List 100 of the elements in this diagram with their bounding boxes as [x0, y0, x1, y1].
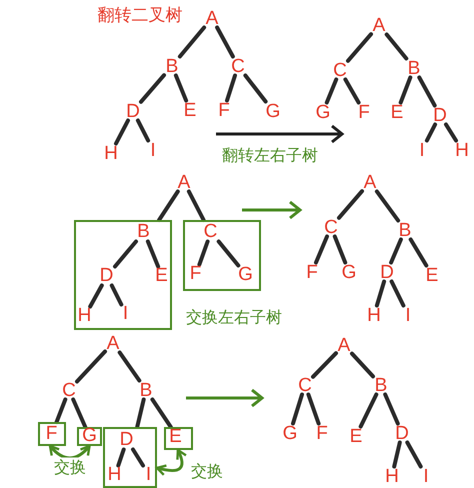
tree-node-letter: F: [304, 262, 320, 282]
highlight-box: [77, 427, 102, 446]
connector-line: [118, 350, 142, 382]
highlight-box: [164, 427, 193, 450]
connector-line: [343, 78, 361, 104]
tree-node-letter: A: [336, 336, 352, 354]
highlight-box: [74, 220, 172, 330]
highlight-box: [38, 422, 66, 446]
tree-node-letter: G: [238, 265, 254, 284]
connector-line: [417, 76, 437, 108]
connector-line: [358, 392, 378, 428]
double-headed-arrow: [156, 448, 187, 476]
tree-node-letter: E: [168, 427, 184, 446]
connector-line: [178, 26, 206, 58]
connector-line: [384, 32, 408, 60]
tree-node-letter: H: [103, 144, 119, 162]
tree-node-letter: E: [154, 266, 170, 285]
connector-line: [389, 238, 403, 264]
tree-node-letter: A: [371, 16, 387, 34]
tree-node-letter: H: [76, 306, 92, 325]
tree-node-letter: B: [136, 222, 152, 241]
connector-line: [150, 398, 173, 429]
tree-node-letter: G: [282, 424, 298, 442]
tree-node-letter: H: [384, 466, 400, 486]
connector-line: [291, 392, 304, 426]
tree-node-letter: I: [414, 140, 430, 160]
connector-line: [374, 190, 400, 222]
tree-node-letter: E: [389, 102, 405, 122]
tree-node-letter: D: [98, 266, 114, 285]
connector-line: [332, 234, 348, 264]
connector-line: [75, 350, 107, 384]
tree-node-letter: G: [82, 426, 98, 445]
tree-node-letter: D: [118, 430, 134, 449]
highlight-box: [103, 427, 157, 488]
tree-node-letter: D: [394, 424, 410, 442]
tree-node-letter: I: [140, 465, 156, 484]
tree-node-letter: B: [397, 220, 413, 240]
connector-line: [116, 448, 126, 468]
tree-node-letter: G: [265, 102, 281, 120]
title: 翻转二叉树: [98, 4, 182, 26]
tree-node-letter: C: [230, 56, 246, 76]
tree-node-letter: F: [188, 264, 204, 283]
tree-node-letter: E: [348, 426, 364, 446]
connector-line: [350, 352, 375, 378]
highlight-box: [183, 220, 261, 291]
tree-node-letter: G: [341, 262, 357, 282]
connector-line: [383, 392, 400, 426]
tree-node-letter: C: [297, 376, 313, 394]
tree-node-letter: I: [118, 304, 134, 323]
connector-line: [136, 118, 150, 142]
note-text: 翻转左右子树: [222, 146, 318, 166]
connector-line: [324, 78, 338, 104]
connector-line: [398, 76, 412, 104]
connector-line: [186, 190, 206, 222]
tree-node-letter: D: [432, 106, 448, 124]
tree-node-letter: E: [424, 266, 440, 284]
tree-node-letter: H: [106, 465, 122, 484]
tree-node-letter: C: [61, 380, 77, 400]
connector-line: [215, 26, 235, 58]
connector-line: [135, 398, 146, 429]
connector-line: [174, 74, 188, 102]
connector-line: [131, 448, 145, 468]
tree-node-letter: F: [314, 424, 330, 442]
tree-node-letter: F: [216, 100, 232, 120]
connector-line: [113, 240, 138, 268]
tree-node-letter: I: [400, 306, 416, 324]
connector-line: [408, 238, 428, 268]
tree-node-letter: C: [202, 222, 218, 241]
tree-node-letter: B: [406, 58, 422, 78]
tree-node-letter: B: [138, 380, 154, 400]
tree-node-letter: A: [362, 172, 378, 192]
tree-node-letter: H: [454, 140, 470, 160]
connector-line: [71, 398, 88, 429]
tree-node-letter: I: [418, 466, 434, 486]
tree-node-letter: D: [379, 262, 395, 282]
tree-node-letter: A: [176, 172, 192, 192]
tree-node-letter: C: [323, 218, 339, 236]
connector-line: [444, 122, 458, 142]
connector-line: [157, 190, 180, 222]
double-headed-arrow: [48, 444, 91, 460]
connector-line: [374, 280, 386, 308]
tree-node-letter: F: [356, 102, 372, 122]
tree-node-letter: B: [373, 376, 389, 394]
connector-line: [337, 189, 364, 220]
tree-node-letter: G: [315, 102, 331, 122]
connector-line: [110, 284, 124, 306]
connector-line: [390, 280, 406, 308]
connector-line: [346, 32, 373, 63]
connector-line: [225, 74, 237, 102]
connector-line: [311, 351, 338, 379]
connector-line: [88, 284, 104, 308]
tree-node-letter: B: [164, 56, 180, 76]
tree-node-letter: C: [332, 60, 348, 80]
tree-node-letter: E: [182, 100, 198, 120]
connector-line: [314, 234, 329, 264]
connector-line: [392, 440, 402, 468]
note-text: 交换左右子树: [186, 308, 282, 328]
tree-node-letter: A: [204, 8, 220, 28]
tree-node-letter: H: [366, 306, 382, 324]
tree-node-letter: I: [145, 140, 161, 160]
